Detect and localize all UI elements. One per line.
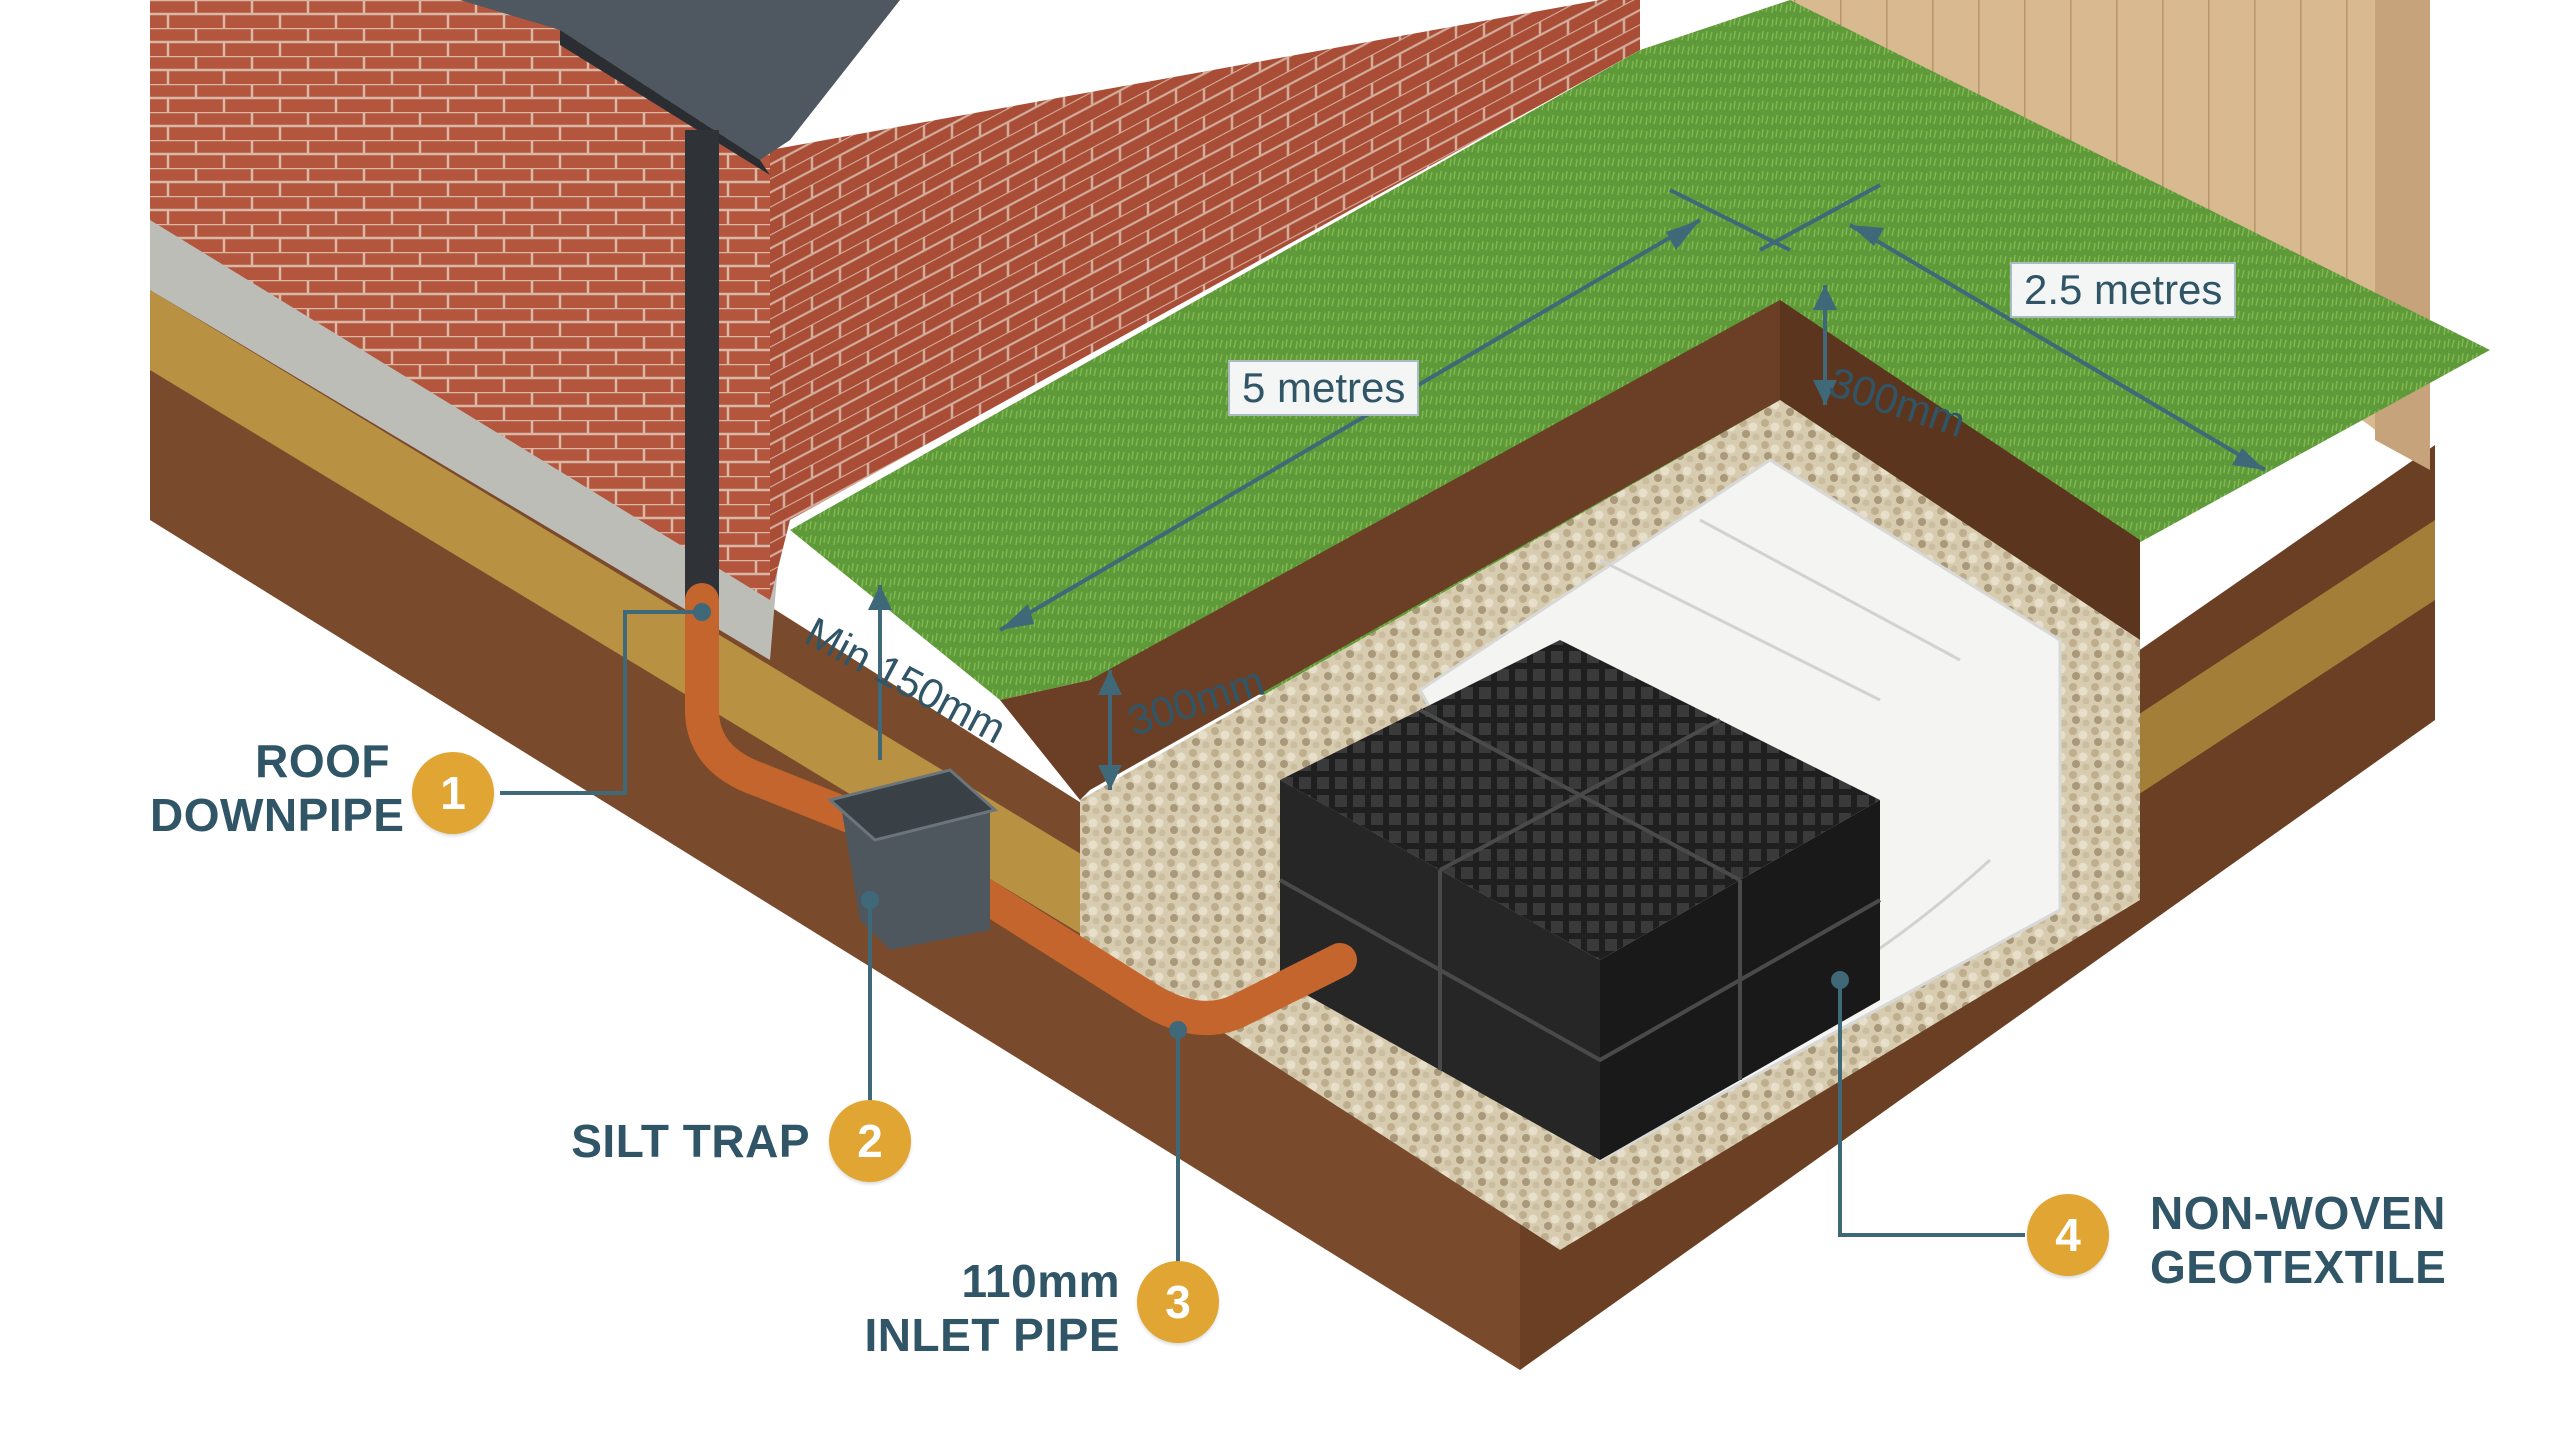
callout-silt-trap-label: SILT TRAP (560, 1114, 810, 1168)
crate-top (1280, 640, 1880, 960)
callout-3-badge: 3 (1137, 1261, 1219, 1343)
callout-1-line-1: ROOF (255, 735, 390, 787)
brick-wall-side (770, 0, 1640, 600)
callout-3-line-2: INLET PIPE (864, 1309, 1120, 1361)
callout-3-line-1: 110mm (961, 1255, 1120, 1307)
crate-joints (1279, 708, 1881, 1080)
pit-right-wall (1780, 300, 2140, 640)
callout-2-badge: 2 (829, 1100, 911, 1182)
brick-wall-front (150, 0, 770, 600)
callout-1-line-2: DOWNPIPE (150, 789, 405, 841)
dimension-label-width: 2.5 metres (2010, 262, 2237, 318)
callout-inlet-pipe-label: 110mm INLET PIPE (850, 1254, 1120, 1362)
downpipe-black (685, 130, 719, 610)
roof-slate (460, 0, 900, 160)
leader-dots (693, 603, 1849, 1039)
inlet-pipe (685, 583, 1357, 1035)
callout-2-line-1: SILT TRAP (571, 1115, 810, 1167)
pit-back-wall (1000, 300, 1780, 800)
callout-roof-downpipe-label: ROOF DOWNPIPE (150, 734, 405, 842)
callout-1-badge: 1 (412, 752, 494, 834)
callout-4-line-2: GEOTEXTILE (2150, 1241, 2447, 1293)
callout-4-badge: 4 (2027, 1194, 2109, 1276)
geotextile-folds (1559, 518, 1992, 1022)
dimension-arrowheads (868, 220, 2265, 790)
house-foundation (150, 215, 790, 660)
dimension-label-length: 5 metres (1228, 360, 1420, 416)
callout-geotextile-label: NON-WOVEN GEOTEXTILE (2150, 1186, 2470, 1294)
callout-4-line-1: NON-WOVEN (2150, 1187, 2446, 1239)
silt-trap-top (826, 768, 999, 842)
